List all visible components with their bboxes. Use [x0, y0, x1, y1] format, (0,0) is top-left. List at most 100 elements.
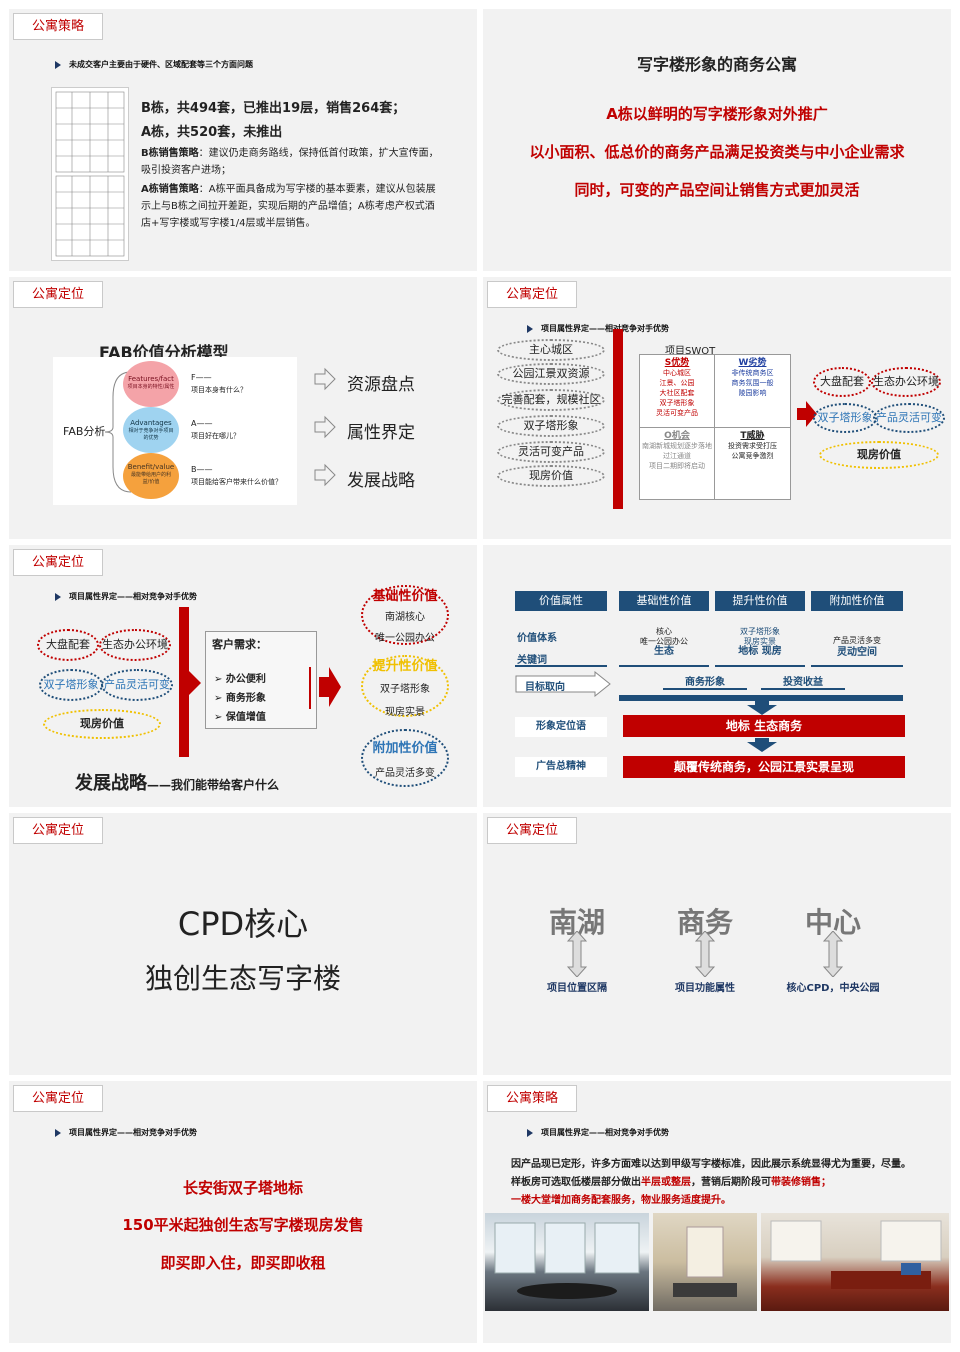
right-oval: 现房价值 [819, 441, 939, 469]
s-item: 中心城区 [663, 369, 691, 377]
s-item: 灵活可变产品 [656, 409, 698, 417]
need-item: ➢ 保值增值 [214, 712, 266, 723]
right-oval: 大盘配套 [813, 367, 871, 397]
swot-threats: T威胁 投资需求受打压 公寓竞争激烈 [715, 428, 790, 499]
row-underline [515, 665, 607, 667]
right-oval: 产品灵活可变 [873, 403, 945, 433]
slide-apartment-strategy-1: 公寓策略 未成交客户主要由于硬件、区域配套等三个方面问题 B栋，共494套，已推… [9, 9, 477, 271]
row-keywords: 关键词 [517, 655, 547, 666]
opportunities-head: O机会 [664, 431, 690, 441]
slide-value-system: 价值属性 基础性价值 提升性价值 附加性价值 价值体系 关键词 核心 唯一公园办… [483, 545, 951, 807]
b-strategy-label: B栋销售策略 [141, 148, 199, 159]
cpd-core-title: CPD核心 [177, 905, 309, 943]
advantages-label: Advantages [130, 419, 172, 427]
features-label: Features/fact [128, 375, 174, 383]
cell-keyword: 灵动空间 [837, 647, 877, 658]
w-item: 陵园影响 [738, 389, 767, 397]
o-item: 过江通道 [663, 452, 691, 460]
section-tag: 公寓策略 [13, 13, 103, 40]
advantage-oval: 现房价值 [497, 465, 605, 487]
a-heading: A—— [191, 419, 213, 428]
b-question: 项目能给客户带来什么价值？ [191, 478, 282, 486]
left-oval: 生态办公环境 [99, 629, 171, 661]
section-tag: 公寓定位 [487, 281, 577, 308]
a-question: 项目好在哪儿？ [191, 432, 240, 440]
advantage-oval: 主心城区 [497, 339, 605, 361]
subhead: 未成交客户主要由于硬件、区域配套等三个方面问题 [55, 59, 253, 70]
basic-value-item: 唯一公园办公 [375, 633, 435, 644]
header-enhanced: 提升性价值 [715, 591, 805, 611]
header-basic: 基础性价值 [619, 591, 709, 611]
section-tag: 公寓定位 [487, 817, 577, 844]
t-item: 公寓竞争激烈 [731, 452, 774, 460]
benefit-desc: 最能带给用户的利益/价值 [130, 472, 171, 485]
swot-title: 项目SWOT [665, 346, 716, 357]
office-photo [485, 1213, 649, 1311]
enhanced-cell: 双子塔形象 现房实景 地标 现房 [715, 627, 805, 657]
cell-keyword: 生态 [654, 646, 674, 657]
customer-needs-box: 客户需求： ➢ 办公便利 ➢ 商务形象 ➢ 保值增值 [205, 631, 317, 729]
p2-text: ，营销后期阶段可 [691, 1177, 771, 1188]
big-red-arrow-icon [179, 607, 201, 757]
blue-band [619, 695, 903, 701]
p2-highlight: 半层或整层 [641, 1177, 691, 1188]
row-positioning: 形象定位语 [515, 717, 607, 737]
enhanced-value-item: 现房实景 [385, 707, 425, 718]
slide-keywords: 公寓定位 南湖 项目位置区隔 商务 项目功能属性 中心 核心CPD，中央公园 [483, 813, 951, 1075]
s-item: 大社区配套 [659, 389, 695, 397]
goal-investment: 投资收益 [761, 673, 845, 690]
b-strategy-text: ：建议仍走商务路线，保持低首付政策，扩大宣传面，吸引投资客户进场； [141, 148, 439, 176]
weaknesses-head: W劣势 [738, 358, 767, 368]
basic-cell: 核心 唯一公园办公 生态 [619, 627, 709, 657]
need-item: ➢ 办公便利 [214, 674, 266, 685]
o-item: 项目二期即将启动 [649, 462, 705, 470]
desc-function: 项目功能属性 [675, 983, 735, 994]
cell-underline [715, 665, 805, 667]
target-arrow-icon [515, 671, 611, 697]
a-strategy-label: A栋销售策略 [141, 184, 199, 195]
double-arrow-icon [695, 931, 715, 977]
arrow-right-icon [314, 367, 336, 391]
row-value-system: 价值体系 [517, 633, 557, 644]
features-circle: Features/fact 项目本身的特性/属性 [123, 361, 179, 407]
swot-strengths: S优势 中心城区 江景、公园 大社区配套 双子塔形象 灵活可变产品 [640, 355, 715, 428]
added-cell: 产品灵活多变 灵动空间 [811, 635, 903, 659]
s-item: 江景、公园 [659, 379, 695, 387]
cell-line: 双子塔形象 [740, 627, 780, 636]
added-value-item: 产品灵活多变 [375, 768, 435, 779]
left-oval: 现房价值 [43, 709, 161, 739]
slide-fab-model: 公寓定位 FAB价值分析模型 FAB分析 Features/fact 项目本身的… [9, 277, 477, 539]
down-arrow-icon [747, 701, 777, 715]
row-ad-spirit: 广告总精神 [515, 757, 607, 777]
slide-landmark: 公寓定位 项目属性界定——相对竞争对手优势 长安街双子塔地标 150平米起独创生… [9, 1081, 477, 1343]
double-arrow-icon [823, 931, 843, 977]
a-building-stats: A栋，共520套，未推出 [141, 125, 283, 140]
paragraph-2: 样板房可选取低楼层部分做出半层或整层，营销后期阶段可带装修销售； [511, 1173, 947, 1188]
section-tag: 公寓定位 [13, 817, 103, 844]
basic-value-item: 南湖核心 [385, 612, 425, 623]
desc-core: 核心CPD，中央公园 [786, 983, 880, 994]
resource-review: 资源盘点 [347, 375, 415, 395]
attribute-definition: 属性界定 [347, 423, 415, 443]
red-arrow-icon [319, 667, 341, 707]
swot-weaknesses: W劣势 非传统商务区 商务氛围一般 陵园影响 [715, 355, 790, 428]
p2-highlight: 带装修销售； [771, 1177, 831, 1188]
subhead: 项目属性界定——相对竞争对手优势 [527, 323, 669, 334]
need-item: ➢ 商务形象 [214, 693, 266, 704]
basic-value-title: 基础性价值 [372, 589, 438, 604]
o-item: 南湖新城规划逐步落地 [642, 442, 712, 450]
cell-line: 现房实景 [744, 637, 776, 646]
section-tag: 公寓定位 [13, 1085, 103, 1112]
down-arrow-icon [747, 738, 777, 752]
enhanced-value-oval: 提升性价值 双子塔形象 现房实景 [361, 655, 449, 718]
b-heading: B—— [191, 465, 213, 474]
f-question: 项目本身有什么？ [191, 386, 247, 394]
red-arrow-icon [797, 401, 817, 427]
cell-underline [619, 665, 709, 667]
line-1: A栋以鲜明的写字楼形象对外推广 [606, 105, 828, 123]
left-oval: 大盘配套 [37, 629, 99, 661]
need-text: 保值增值 [225, 712, 266, 723]
landmark-line-1: 长安街双子塔地标 [182, 1179, 303, 1197]
strengths-head: S优势 [664, 358, 690, 368]
slide-customer-value: 公寓定位 项目属性界定——相对竞争对手优势 大盘配套 生态办公环境 双子塔形象 … [9, 545, 477, 807]
